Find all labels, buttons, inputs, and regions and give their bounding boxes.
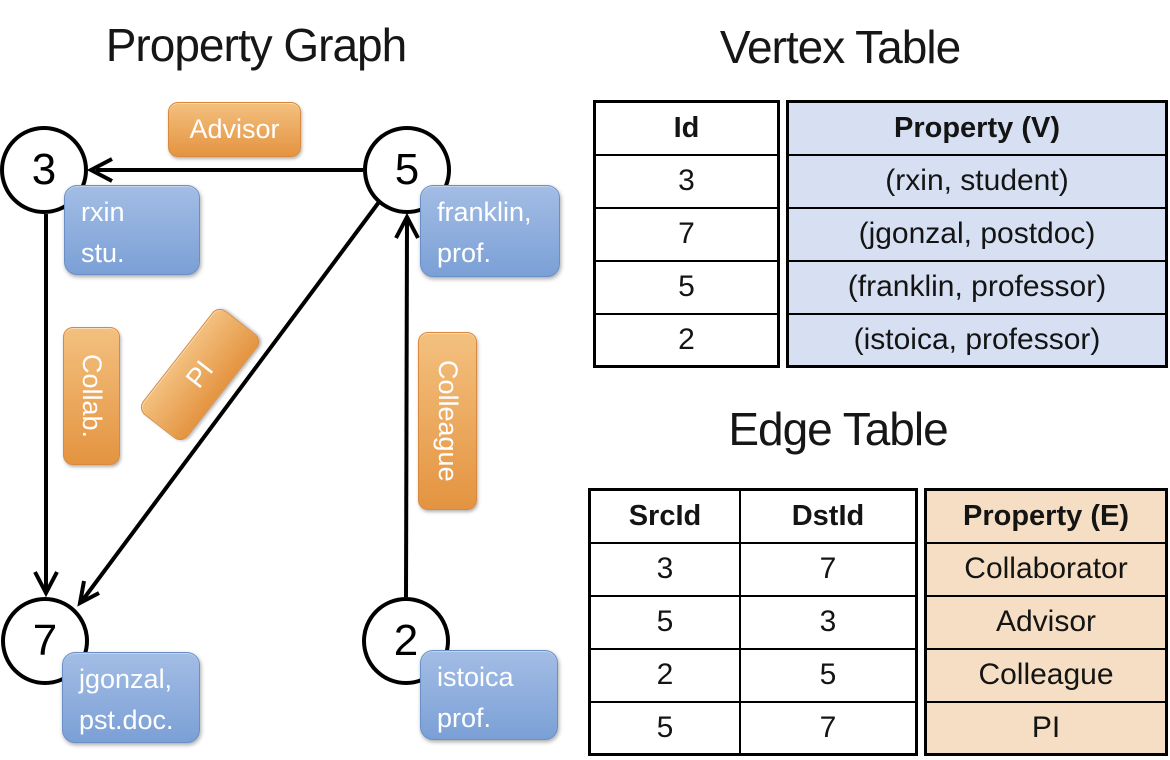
edge-ids-table: SrcId DstId 3 7 5 3 2 5 5 7	[588, 488, 918, 756]
graph-node-2: 2	[362, 597, 450, 685]
table-row: 2 5	[588, 647, 918, 703]
table-row: 3 7	[588, 541, 918, 597]
edge-dstid-header: DstId	[738, 488, 918, 544]
node-2-id: 2	[393, 616, 419, 665]
table-row: (franklin, professor)	[786, 259, 1168, 315]
vertex-box-franklin: franklin, prof.	[420, 185, 560, 277]
vertex-box-rxin-line1: rxin	[81, 197, 125, 227]
vertex-box-istoica: istoica prof.	[420, 650, 558, 740]
table-row: 2	[593, 312, 780, 368]
table-row: Colleague	[924, 647, 1168, 703]
vertex-box-istoica-line1: istoica	[437, 662, 514, 692]
vertex-box-rxin: rxin stu.	[64, 185, 200, 275]
table-row: (jgonzal, postdoc)	[786, 206, 1168, 262]
vertex-property-header: Property (V)	[786, 100, 1168, 156]
vertex-box-jgonzal: jgonzal, pst.doc.	[62, 652, 200, 743]
edge-3-7-arrowhead	[33, 571, 59, 598]
edge-property-table: Property (E) Collaborator Advisor Collea…	[924, 488, 1168, 756]
edge-2-5	[404, 220, 409, 598]
vertex-table-title: Vertex Table	[719, 21, 961, 73]
vertex-property-table: Property (V) (rxin, student) (jgonzal, p…	[786, 100, 1168, 368]
vertex-box-franklin-line2: prof.	[437, 238, 492, 268]
vertex-box-franklin-line1: franklin,	[437, 197, 532, 227]
table-row: 5 3	[588, 594, 918, 650]
table-row: PI	[924, 700, 1168, 756]
table-row: 3	[593, 153, 780, 209]
graph-edges-layer	[33, 157, 420, 607]
vertex-box-rxin-line2: stu.	[81, 238, 125, 268]
edge-property-header: Property (E)	[924, 488, 1168, 544]
edge-2-5-arrowhead	[394, 212, 420, 239]
edge-5-7	[80, 200, 381, 603]
edge-srcid-header: SrcId	[588, 488, 741, 544]
edge-label-colleague: Colleague	[418, 332, 477, 510]
vertex-id-header: Id	[593, 100, 780, 156]
table-row: 5	[593, 259, 780, 315]
vertex-id-table: Id 3 7 5 2	[593, 100, 780, 368]
node-3-id: 3	[31, 145, 57, 194]
edge-5-3-arrowhead	[86, 157, 113, 183]
vertex-box-jgonzal-line2: pst.doc.	[79, 705, 174, 735]
edge-label-collab: Collab.	[63, 327, 120, 465]
edge-table-title: Edge Table	[728, 403, 948, 455]
node-5-id: 5	[394, 145, 420, 194]
table-row: 5 7	[588, 700, 918, 756]
property-graph-title: Property Graph	[105, 19, 407, 71]
table-row: 7	[593, 206, 780, 262]
vertex-box-jgonzal-line1: jgonzal,	[79, 664, 173, 694]
table-row: Advisor	[924, 594, 1168, 650]
node-7-id: 7	[32, 616, 58, 665]
table-row: Collaborator	[924, 541, 1168, 597]
edge-label-advisor: Advisor	[168, 102, 301, 157]
table-row: (rxin, student)	[786, 153, 1168, 209]
edge-5-7-arrowhead	[77, 580, 100, 607]
vertex-box-istoica-line2: prof.	[437, 703, 492, 733]
table-row: (istoica, professor)	[786, 312, 1168, 368]
